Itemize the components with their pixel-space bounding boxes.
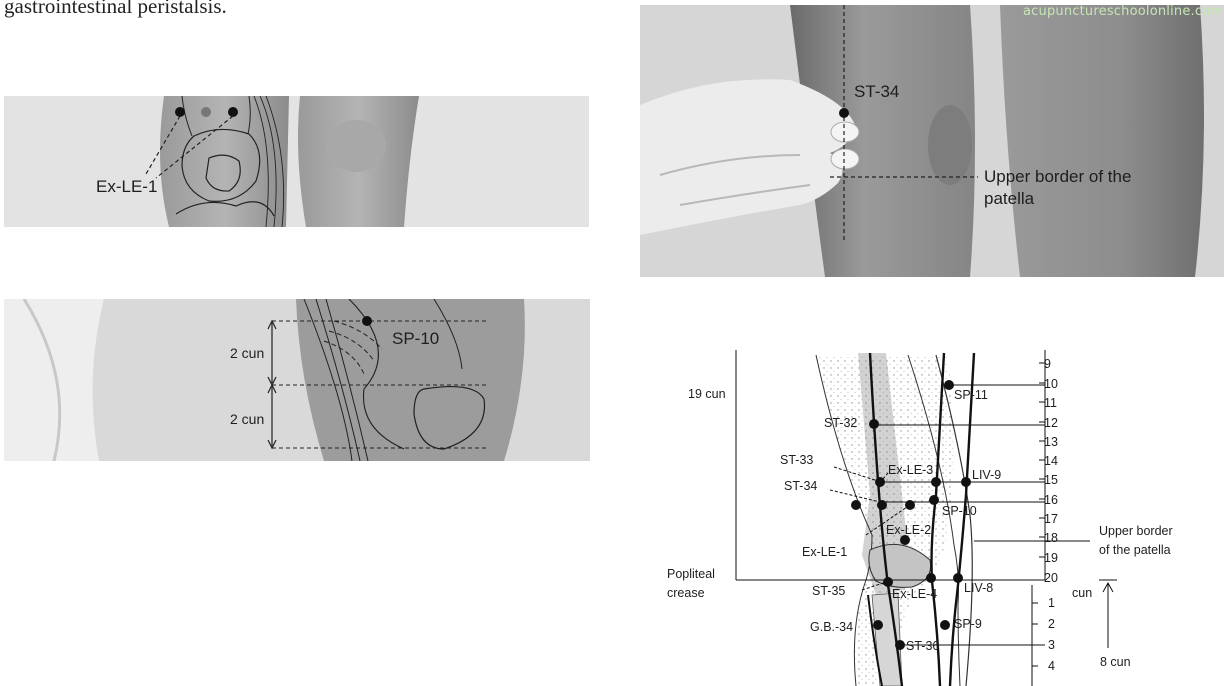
knee-photo-sp-10: SP-10 2 cun 2 cun — [4, 299, 590, 461]
liv-8-point — [953, 573, 963, 583]
scale-cun: cun — [1072, 586, 1092, 600]
st-35-label: ST-35 — [812, 584, 845, 598]
knee-photo-ex-le-1: Ex-LE-1 — [4, 96, 589, 227]
liv-8-label: LIV-8 — [964, 581, 993, 595]
gb-34-label: G.B.-34 — [810, 620, 853, 634]
st-35-point — [883, 577, 893, 587]
left-cun-label: 19 cun — [688, 387, 726, 401]
scale-12: 12 — [1044, 416, 1058, 430]
upper-border-label-line2: of the patella — [1099, 543, 1171, 557]
st-32-point — [869, 419, 879, 429]
lower-cun-label: 2 cun — [230, 411, 264, 427]
scale-13: 13 — [1044, 435, 1058, 449]
st-33-point — [875, 477, 885, 487]
st-34-label: ST-34 — [784, 479, 817, 493]
scale-20: 20 — [1044, 571, 1058, 585]
ex-le-1-point — [201, 107, 211, 117]
st-34-label: ST-34 — [854, 82, 899, 101]
upper-border-label-line1: Upper border of the — [984, 167, 1131, 186]
popliteal-label-line1: Popliteal — [667, 567, 715, 581]
ex-le-1-point — [175, 107, 185, 117]
ex-le-2-point — [900, 535, 910, 545]
sp-9-point — [940, 620, 950, 630]
watermark: acupunctureschoolonline.com — [1023, 4, 1224, 19]
scale-18: 18 — [1044, 531, 1058, 545]
scale-4: 4 — [1048, 659, 1055, 673]
liv-9-point — [961, 477, 971, 487]
ex-le-3-point — [931, 477, 941, 487]
st-34-point — [877, 500, 887, 510]
eight-cun-label: 8 cun — [1100, 655, 1131, 669]
ex-le-1-point — [851, 500, 861, 510]
st-34-point — [839, 108, 849, 118]
upper-cun-label: 2 cun — [230, 345, 264, 361]
sp-10-label: SP-10 — [392, 329, 439, 348]
scale-3: 3 — [1048, 638, 1055, 652]
scale-11: 11 — [1044, 396, 1057, 410]
upper-border-label-line1: Upper border — [1099, 524, 1173, 538]
ex-le-1-label: Ex-LE-1 — [802, 545, 847, 559]
scale-14: 14 — [1044, 454, 1058, 468]
scale-17: 17 — [1044, 512, 1058, 526]
sp-10-point — [362, 316, 372, 326]
gb-34-point — [873, 620, 883, 630]
st-32-label: ST-32 — [824, 416, 857, 430]
scale-19: 19 — [1044, 551, 1058, 565]
knee-anatomy-diagram: 9 10 11 12 13 14 15 16 17 18 19 20 cun 1… — [667, 350, 1173, 686]
sp-11-point — [944, 380, 954, 390]
ex-le-1-point — [228, 107, 238, 117]
st-33-label: ST-33 — [780, 453, 813, 467]
knee-photo-st-34: ST-34 Upper border of the patella — [640, 5, 1224, 277]
ex-le-1-point — [905, 500, 915, 510]
scale-2: 2 — [1048, 617, 1055, 631]
ex-le-4-point — [926, 573, 936, 583]
sp-9-label: SP-9 — [954, 617, 982, 631]
sp-10-label: SP-10 — [942, 504, 977, 518]
upper-border-label-line2: patella — [984, 189, 1035, 208]
st-36-point — [895, 640, 905, 650]
popliteal-label-line2: crease — [667, 586, 705, 600]
sp-11-label: SP-11 — [954, 388, 988, 402]
scale-16: 16 — [1044, 493, 1058, 507]
ex-le-1-label: Ex-LE-1 — [96, 177, 157, 196]
st-36-label: ST-36 — [906, 639, 939, 653]
ex-le-3-label: Ex-LE-3 — [888, 463, 933, 477]
scale-9: 9 — [1044, 357, 1051, 371]
liv-9-label: LIV-9 — [972, 468, 1001, 482]
scale-1: 1 — [1048, 596, 1055, 610]
scale-15: 15 — [1044, 473, 1058, 487]
intro-text: gastrointestinal peristalsis. — [4, 0, 227, 18]
ex-le-4-label: Ex-LE-4 — [892, 587, 937, 601]
scale-10: 10 — [1044, 377, 1058, 391]
ex-le-2-label: Ex-LE-2 — [886, 523, 931, 537]
sp-10-point — [929, 495, 939, 505]
